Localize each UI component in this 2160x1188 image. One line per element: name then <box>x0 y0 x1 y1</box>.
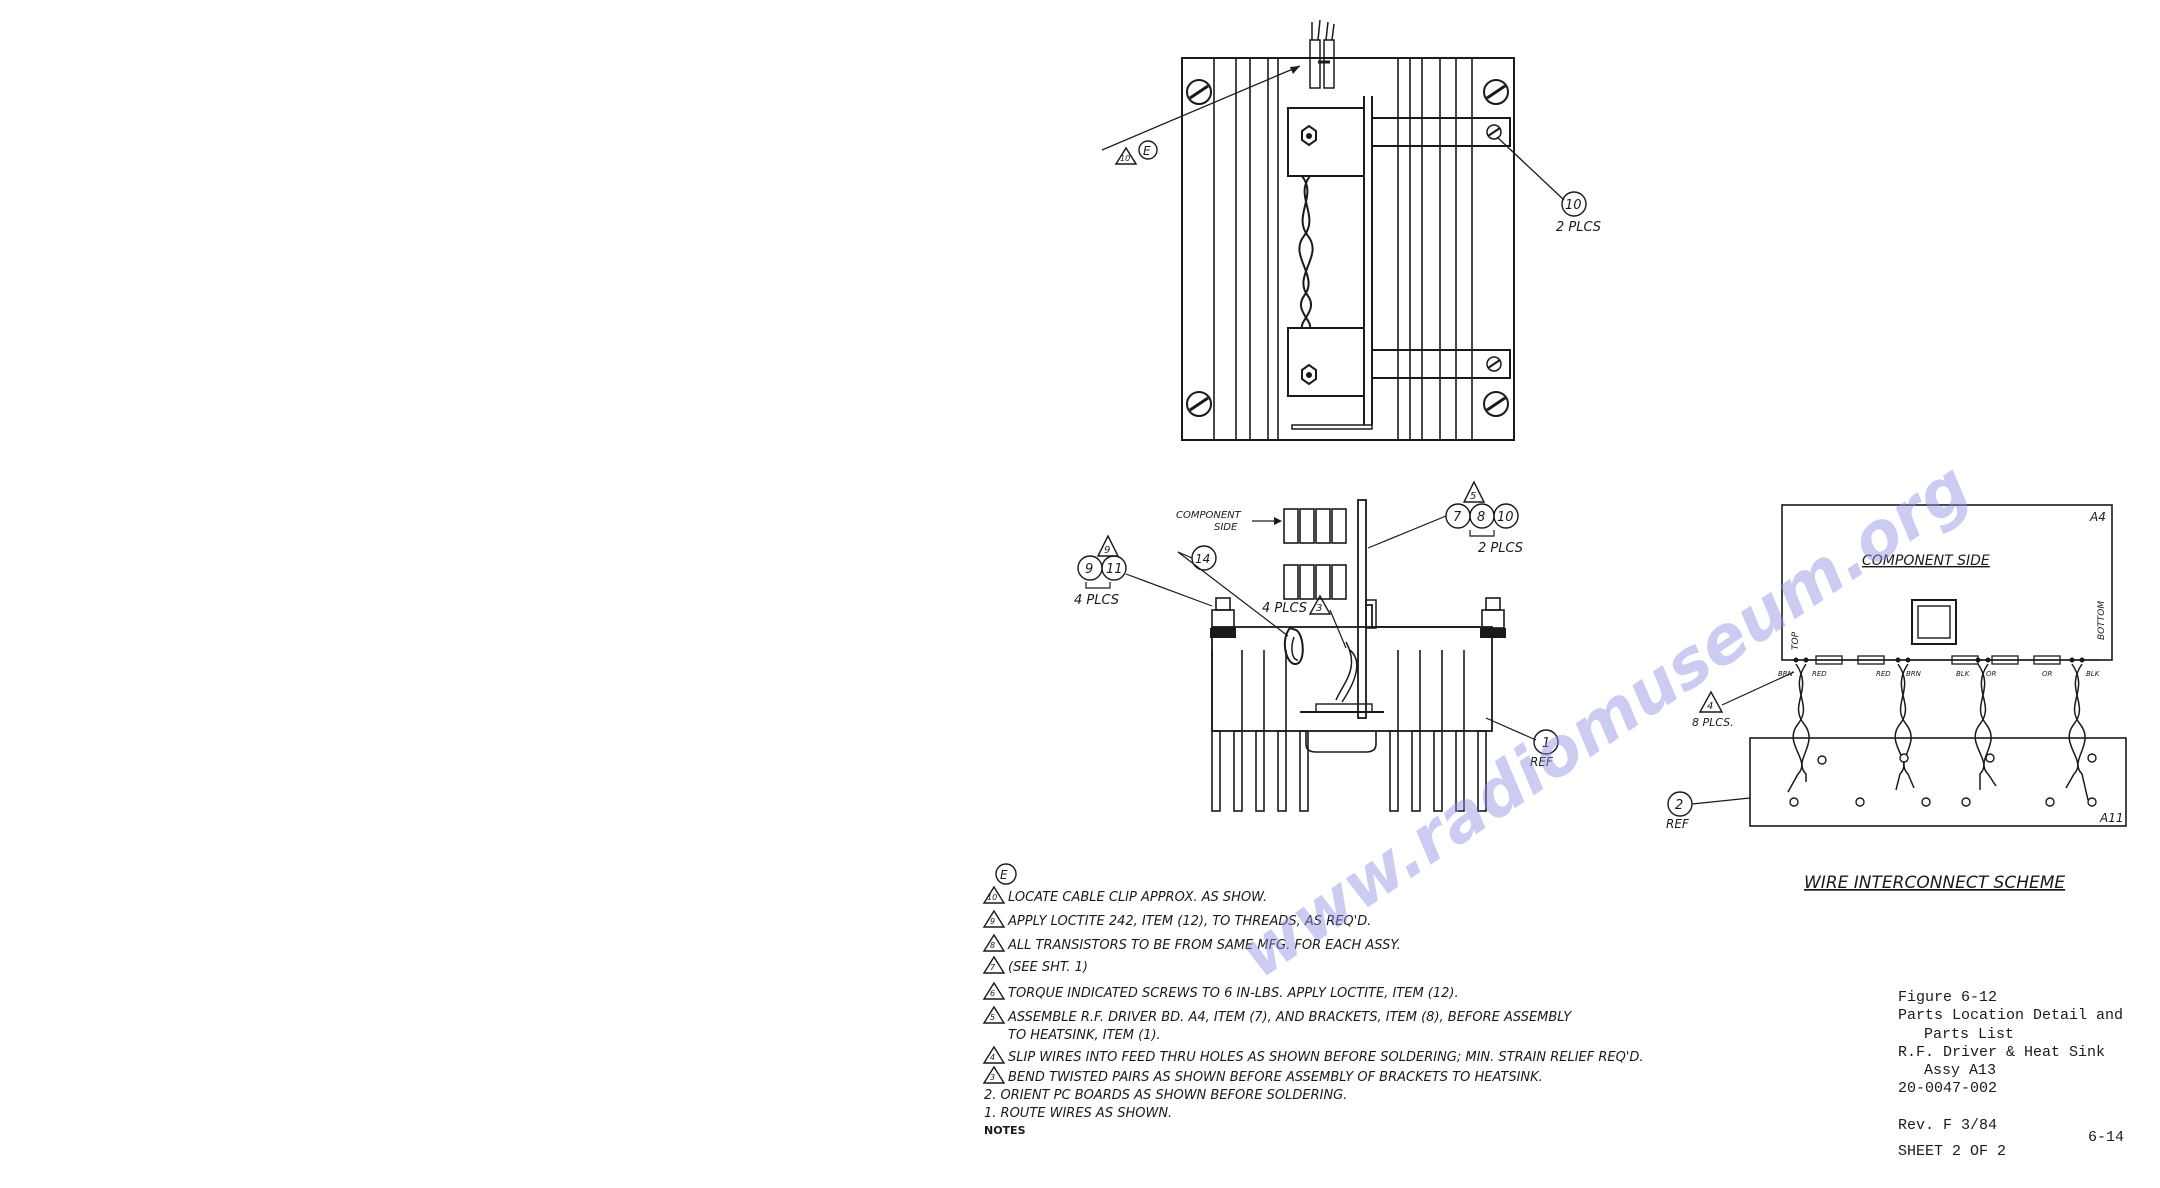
wire-interconnect-scheme: A4 COMPONENT SIDE TOP BOTTOM BRN RED RED… <box>1666 504 2127 893</box>
item-11-balloon: 11 <box>1106 562 1123 577</box>
note-flag-icon <box>982 1005 1006 1024</box>
component-side-label-2: SIDE <box>1214 522 1238 533</box>
title-line-2: Parts List <box>1924 1026 2014 1043</box>
figure-number: Figure 6-12 <box>1898 989 1997 1006</box>
watermark: www.radiomuseum.org <box>1226 447 1984 993</box>
flag-4-label: 4 <box>1707 701 1713 712</box>
note-flag-icon <box>982 981 1006 1000</box>
note-flag-icon <box>982 909 1006 928</box>
note-9: APPLY LOCTITE 242, ITEM (12), TO THREADS… <box>1007 914 1371 929</box>
note-flag-number: 9 <box>990 917 995 926</box>
note-flag-number: 4 <box>990 1053 995 1062</box>
item-8-balloon: 8 <box>1477 510 1485 525</box>
note-1: 1. ROUTE WIRES AS SHOWN. <box>984 1106 1172 1121</box>
qty-4plcs-b: 4 PLCS <box>1262 601 1307 616</box>
note-2: 2. ORIENT PC BOARDS AS SHOWN BEFORE SOLD… <box>984 1088 1347 1103</box>
board-a4-label: A4 <box>2089 510 2106 524</box>
pin-label-3: BRN <box>1906 670 1922 678</box>
item-14-balloon: 14 <box>1195 552 1210 566</box>
item-10-qty: 2 PLCS <box>1556 220 1601 235</box>
note-flag-number: 7 <box>990 963 996 972</box>
note-flag-number: 6 <box>990 989 995 998</box>
note-7: (SEE SHT. 1) <box>1008 960 1088 975</box>
note-flag-icon <box>982 1065 1006 1084</box>
pin-label-7: BLK <box>2086 670 2101 678</box>
pin-label-1: RED <box>1812 670 1827 678</box>
revision: Rev. F 3/84 <box>1898 1117 1997 1134</box>
side-view-heatsink: COMPONENT SIDE 5 7 8 10 2 PLCS 9 9 11 4 … <box>1074 480 1559 812</box>
notes-rev-circle: E <box>1000 868 1008 882</box>
note-flag-number: 8 <box>990 941 995 950</box>
pin-label-5: OR <box>1986 670 1997 678</box>
item-9-balloon: 9 <box>1085 562 1093 577</box>
item-2-balloon: 2 <box>1675 798 1683 813</box>
item-1-balloon: 1 <box>1542 736 1550 751</box>
title-line-3: R.F. Driver & Heat Sink <box>1898 1044 2105 1061</box>
standoff-screw-icon <box>1210 597 1506 638</box>
hex-nut-icon <box>1301 124 1317 386</box>
component-side-heading: COMPONENT SIDE <box>1862 553 1990 569</box>
note-6: TORQUE INDICATED SCREWS TO 6 IN-LBS. APP… <box>1008 986 1459 1001</box>
bottom-label: BOTTOM <box>2097 601 2107 640</box>
item-1-ref: REF <box>1530 755 1554 769</box>
note-flag-icon <box>982 933 1006 952</box>
item-10b-balloon: 10 <box>1497 510 1514 525</box>
qty-4plcs: 4 PLCS <box>1074 593 1119 608</box>
item-10-balloon: 10 <box>1565 198 1582 213</box>
qty-2plcs: 2 PLCS <box>1478 541 1523 556</box>
note-flag-icon <box>982 885 1006 904</box>
note-5-cont: TO HEATSINK, ITEM (1). <box>1008 1028 1161 1043</box>
rev-e-label: E <box>1143 144 1151 158</box>
page-number: 6-14 <box>2088 1129 2124 1146</box>
part-number: 20-0047-002 <box>1898 1080 1997 1097</box>
title-block: Figure 6-12 Parts Location Detail and Pa… <box>1898 989 2124 1160</box>
title-line-4: Assy A13 <box>1924 1062 1996 1079</box>
title-line-1: Parts Location Detail and <box>1898 1007 2123 1024</box>
flag-5-label: 5 <box>1470 491 1476 502</box>
flag-9-label: 9 <box>1104 545 1110 556</box>
notes-heading: NOTES <box>984 1124 1026 1137</box>
scheme-title: WIRE INTERCONNECT SCHEME <box>1804 873 2065 893</box>
top-label: TOP <box>1791 631 1801 650</box>
qty-8plcs: 8 PLCS. <box>1692 716 1734 729</box>
note-flag-icon <box>982 955 1006 974</box>
note-flag-number: 5 <box>990 1013 995 1022</box>
note-flag-number: 10 <box>987 893 997 902</box>
flag-3-label: 3 <box>1316 603 1322 614</box>
component-side-label: COMPONENT <box>1176 510 1242 521</box>
note-8: ALL TRANSISTORS TO BE FROM SAME MFG. FOR… <box>1007 938 1401 953</box>
top-view-heatsink: 10 E 10 2 PLCS <box>1101 19 1601 441</box>
note-5: ASSEMBLE R.F. DRIVER BD. A4, ITEM (7), A… <box>1007 1010 1572 1025</box>
pin-label-0: BRN <box>1778 670 1794 678</box>
notes-block: E 10 9 8 7 6 5 4 3 LOCATE CABLE CLIP APPROX. AS… <box>982 863 1644 1137</box>
item-7-balloon: 7 <box>1453 510 1462 525</box>
note-10: LOCATE CABLE CLIP APPROX. AS SHOW. <box>1008 890 1267 905</box>
note-flag-icon <box>982 1045 1006 1064</box>
pin-label-4: BLK <box>1956 670 1971 678</box>
note-3: BEND TWISTED PAIRS AS SHOWN BEFORE ASSEM… <box>1008 1070 1543 1085</box>
pin-label-6: OR <box>2042 670 2053 678</box>
item-2-ref: REF <box>1666 817 1690 831</box>
flag-10-label: 10 <box>1120 154 1130 163</box>
sheet-number: SHEET 2 OF 2 <box>1898 1143 2006 1160</box>
corner-screw-icon <box>1186 79 1509 417</box>
board-a11-label: A11 <box>2099 811 2123 825</box>
note-flag-number: 3 <box>990 1073 995 1082</box>
note-4: SLIP WIRES INTO FEED THRU HOLES AS SHOWN… <box>1008 1050 1644 1065</box>
pin-label-2: RED <box>1876 670 1891 678</box>
